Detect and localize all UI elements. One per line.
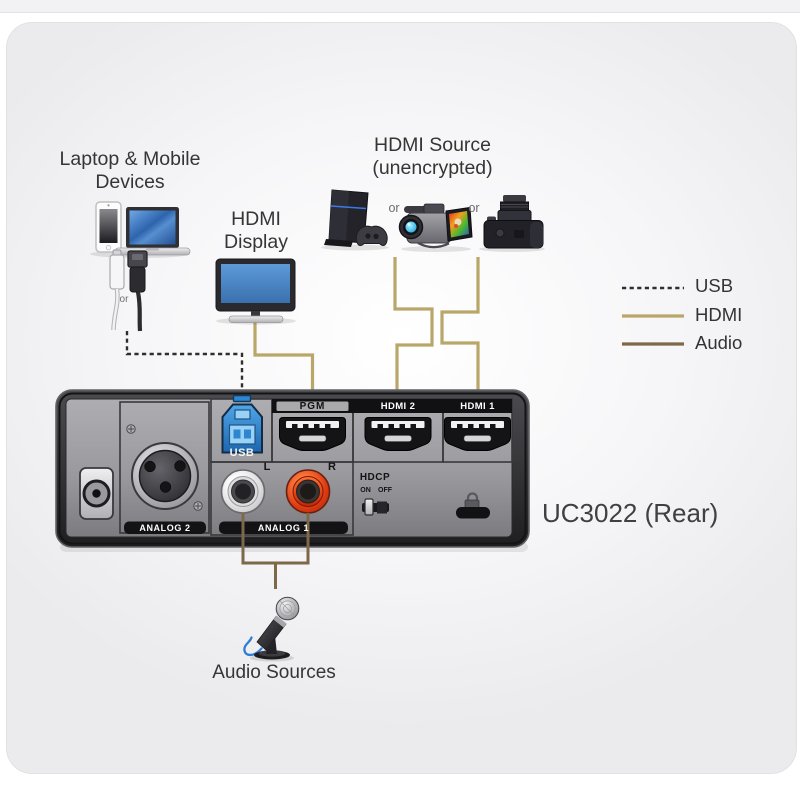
xlr-connector <box>126 424 203 511</box>
usb-b-port <box>221 394 263 454</box>
usb-a-cable-icon <box>127 250 148 332</box>
pgm-hdmi-port <box>279 417 346 451</box>
or-label-console-camcorder: or <box>388 201 400 215</box>
hdcp-off-label: OFF <box>378 487 392 494</box>
hdmi-display-line <box>253 319 315 396</box>
laptop-mobile-label: Laptop & Mobile Devices <box>59 148 201 193</box>
analog1-label: ANALOG 1 <box>257 523 310 533</box>
hdmi2-port-label: HDMI 2 <box>380 400 416 412</box>
connection-lines <box>125 257 480 396</box>
top-strip <box>0 0 800 13</box>
rca-right-label: R <box>328 461 336 473</box>
hdmi1-port-label: HDMI 1 <box>460 400 495 412</box>
camcorder-icon <box>398 203 473 252</box>
hdcp-label: HDCP <box>359 472 391 483</box>
usb-c-cable-icon <box>109 249 125 331</box>
hdmi-source-line-left <box>393 257 434 396</box>
audio-sources-label: Audio Sources <box>212 662 336 683</box>
or-label-camcorder-camera: or <box>468 201 480 215</box>
rca-jack-left <box>220 469 266 514</box>
phone-icon <box>95 201 122 253</box>
rca-jack-right <box>285 469 331 514</box>
laptop-mobile-icons <box>90 201 191 332</box>
or-label-cables: or <box>119 294 129 305</box>
analog1-section <box>210 461 354 536</box>
security-lock-slot <box>456 492 490 519</box>
hdcp-switch <box>362 498 389 516</box>
dc-power-jack <box>79 467 114 520</box>
legend-samples <box>622 286 684 346</box>
microphone-icon <box>243 596 300 662</box>
hdmi2-hdmi-port <box>364 417 432 451</box>
pgm-port-label: PGM <box>299 400 326 412</box>
analog2-label-bar <box>124 521 206 534</box>
device-model-label: UC3022 (Rear) <box>542 498 719 528</box>
usb-port-label: USB <box>229 447 255 459</box>
hdcp-on-label: ON <box>360 487 371 494</box>
hdmi1-hdmi-port <box>444 417 511 451</box>
legend-usb-label: USB <box>695 275 734 296</box>
legend-audio-label: Audio <box>695 332 743 353</box>
uc3022-rear-panel <box>55 389 530 552</box>
gamepad-icon <box>355 225 388 246</box>
legend-hdmi-label: HDMI <box>695 304 743 325</box>
laptop-icon <box>114 207 191 256</box>
usb-connection-line <box>125 331 244 396</box>
hdmi-display-label: HDMI Display <box>224 208 288 253</box>
hdmi-source-label: HDMI Source (unencrypted) <box>372 134 493 179</box>
monitor-icon <box>215 258 296 325</box>
analog1-label-bar <box>219 521 348 534</box>
rca-left-label: L <box>263 461 271 473</box>
analog2-label: ANALOG 2 <box>139 523 191 533</box>
dslr-camera-icon <box>479 195 545 252</box>
hdmi-source-line-right <box>440 257 480 396</box>
audio-connection-line <box>241 513 310 589</box>
game-console-icon <box>321 189 389 251</box>
